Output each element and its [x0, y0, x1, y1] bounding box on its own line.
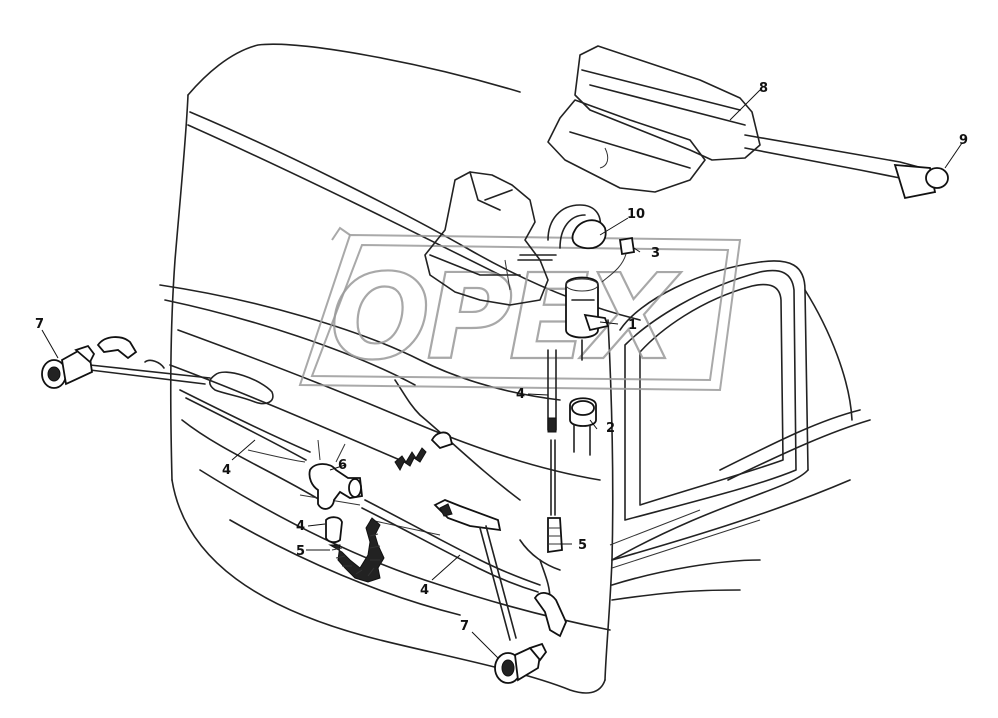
level-sensor	[618, 236, 636, 256]
washer-reservoir	[424, 171, 607, 306]
watermark-text: OPEX	[330, 248, 681, 386]
cab-outline	[159, 43, 871, 694]
callout-2: 2	[606, 421, 615, 436]
washer-jet-left	[41, 344, 96, 389]
lower-hose-right	[361, 499, 567, 638]
callout-1: 1	[628, 318, 637, 333]
washer-nozzle-2	[569, 397, 597, 456]
callout-9: 9	[959, 133, 968, 148]
spring-hose-lower	[325, 516, 385, 583]
callout-4-lower: 4	[420, 583, 429, 598]
callout-5-left: 5	[296, 544, 305, 559]
callouts: 8 9 10 3 1 4 2 5 6 4 5 4 4 7 7	[35, 81, 968, 634]
callout-10: 10	[627, 207, 645, 222]
hose-vertical	[539, 349, 563, 601]
opex-watermark: OPEX	[298, 226, 742, 392]
washer-pump	[565, 236, 636, 361]
left-hose	[89, 336, 311, 461]
callout-4-left: 4	[222, 463, 231, 478]
callout-7-left: 7	[35, 317, 44, 332]
hose-connector-right	[547, 517, 563, 554]
callout-6: 6	[338, 458, 347, 473]
washer-jet-bottom	[479, 525, 548, 684]
callout-5-right: 5	[578, 538, 587, 553]
wiper-pivot-cap	[925, 167, 949, 189]
callout-3: 3	[651, 246, 660, 261]
wiper-assembly	[547, 45, 949, 200]
callout-4-vertical: 4	[516, 387, 525, 402]
callout-8: 8	[759, 81, 768, 96]
leader-lines	[41, 89, 963, 659]
t-connector	[308, 439, 363, 510]
callout-7-bottom: 7	[460, 619, 469, 634]
spring-hose-upper	[394, 431, 454, 472]
callout-4-center: 4	[296, 519, 305, 534]
